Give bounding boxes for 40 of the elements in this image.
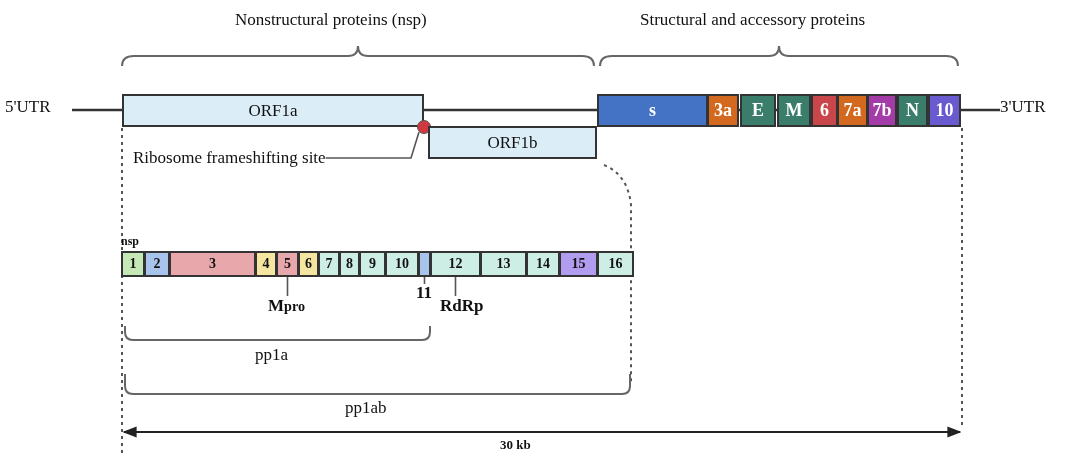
nsp-segment: 14 bbox=[526, 251, 560, 277]
orf-box: ORF1a bbox=[122, 94, 424, 127]
gene-box: E bbox=[740, 94, 776, 127]
nsp-segment: 5 bbox=[276, 251, 299, 277]
nsp-segment: 15 bbox=[559, 251, 598, 277]
leader-line bbox=[324, 131, 420, 159]
nsp-segment: 8 bbox=[339, 251, 360, 277]
nsp-segment: 2 bbox=[144, 251, 170, 277]
gene-box: 6 bbox=[811, 94, 838, 127]
nsp-segment: 6 bbox=[298, 251, 319, 277]
bracket-label: Structural and accessory proteins bbox=[640, 10, 866, 30]
end-label: 3'UTR bbox=[1000, 97, 1046, 117]
nsp-segment: 1 bbox=[121, 251, 145, 277]
leader-line bbox=[454, 276, 457, 297]
nsp-segment: 16 bbox=[597, 251, 634, 277]
nsp-segment: 10 bbox=[385, 251, 419, 277]
segment-number: 11 bbox=[416, 284, 433, 302]
domain-label: RdRp bbox=[440, 296, 484, 316]
bracket-label: pp1a bbox=[255, 345, 289, 365]
gene-box: s bbox=[597, 94, 708, 127]
leader-line bbox=[286, 276, 289, 297]
bracket-label: Nonstructural proteins (nsp) bbox=[235, 10, 427, 30]
end-label: 5'UTR bbox=[5, 97, 51, 117]
bracket-label: pp1ab bbox=[345, 398, 387, 418]
gene-box: 7a bbox=[837, 94, 868, 127]
gene-box: 7b bbox=[867, 94, 897, 127]
gene-box: N bbox=[897, 94, 928, 127]
track-label: nsp bbox=[121, 234, 140, 249]
orf-box: ORF1b bbox=[428, 126, 597, 159]
nsp-segment: 4 bbox=[255, 251, 277, 277]
nsp-segment: 9 bbox=[359, 251, 386, 277]
gene-box: 3a bbox=[707, 94, 739, 127]
nsp-segment: 12 bbox=[430, 251, 481, 277]
dimension-label: 30 kb bbox=[500, 437, 531, 453]
gene-box: 10 bbox=[928, 94, 961, 127]
nsp-segment: 3 bbox=[169, 251, 256, 277]
site-label: Ribosome frameshifting site bbox=[133, 147, 326, 169]
gene-box: M bbox=[777, 94, 811, 127]
nsp-segment: 7 bbox=[318, 251, 340, 277]
nsp-segment: 13 bbox=[480, 251, 527, 277]
